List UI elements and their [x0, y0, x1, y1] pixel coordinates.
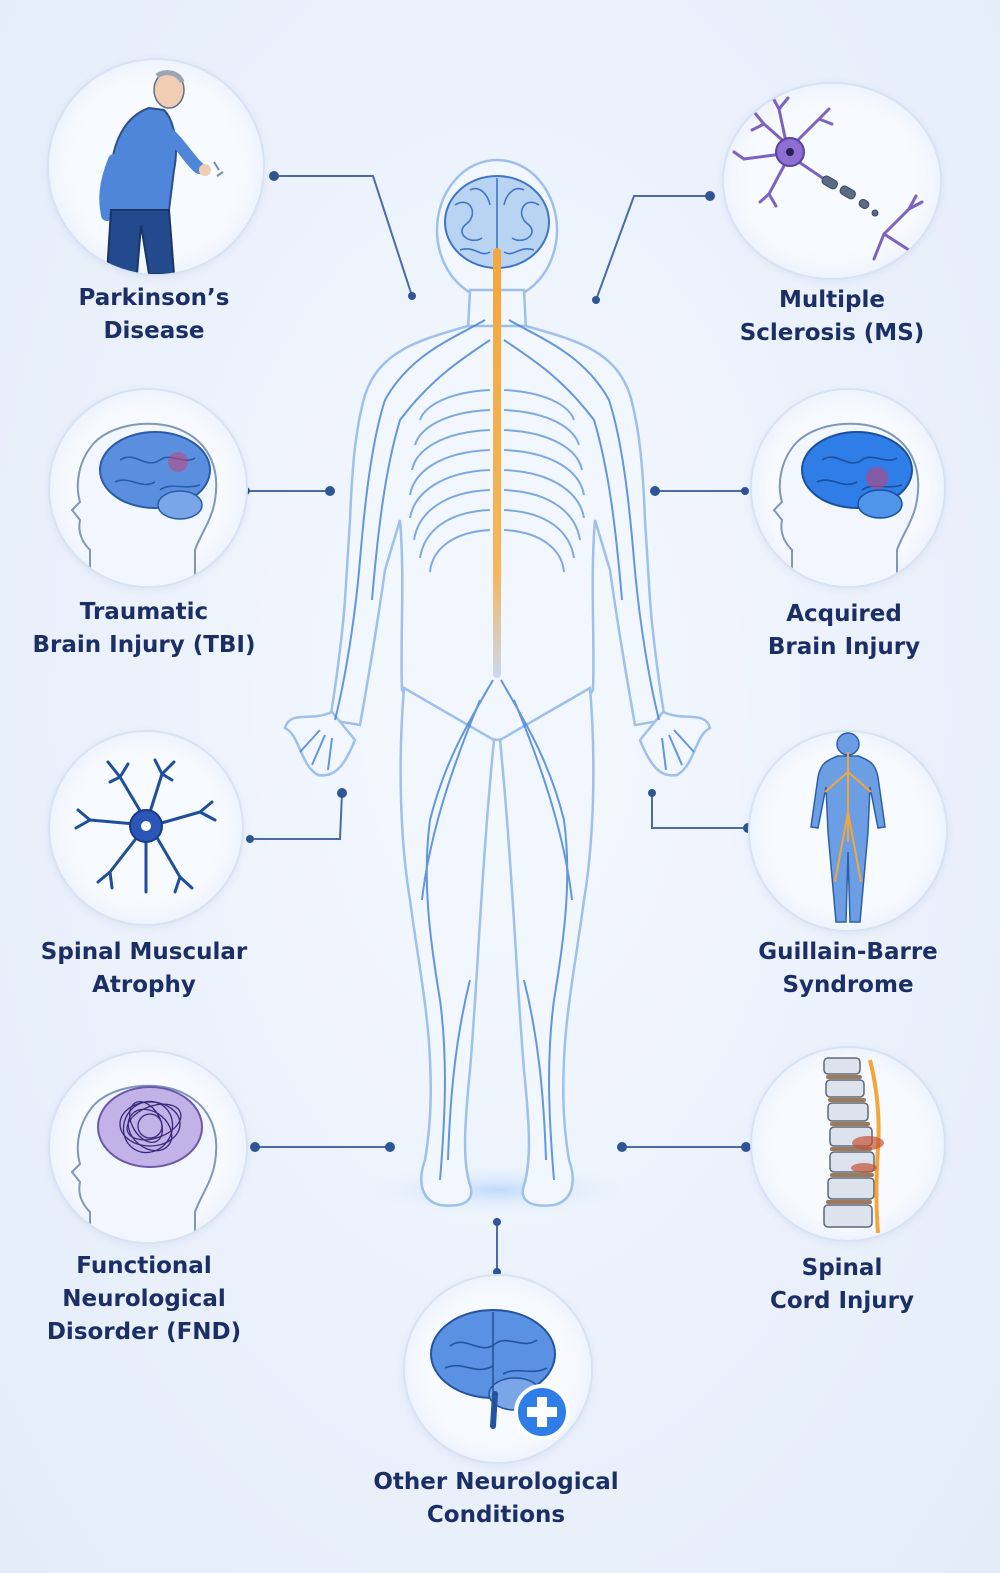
parkinsons-person-icon [99, 70, 224, 274]
abi-label: Acquired Brain Injury [767, 601, 921, 660]
injured-brain-head-icon [70, 422, 218, 586]
tbi-circle [48, 388, 248, 588]
parkinsons-label: Parkinson’s Disease [78, 285, 230, 344]
other-label: Other Neurological Conditions [373, 1469, 619, 1528]
fnd-label: Functional Neurological Disorder (FND) [46, 1253, 242, 1345]
gbs-circle [748, 730, 948, 932]
abi-circle [750, 388, 946, 588]
parkinsons-circle [47, 58, 265, 276]
spine-icon [823, 1057, 884, 1234]
injured-brain-head-icon [772, 422, 920, 586]
other-circle [403, 1274, 593, 1464]
nervous-body-icon [810, 732, 886, 923]
sma-circle [48, 730, 244, 926]
ms-label: Multiple Sclerosis (MS) [739, 287, 925, 346]
fnd-circle [48, 1050, 248, 1244]
motor-neuron-icon [74, 758, 217, 894]
gbs-label: Guillain-Barre Syndrome [758, 939, 938, 998]
sci-circle [750, 1046, 946, 1242]
ms-circle [722, 82, 942, 280]
sma-label: Spinal Muscular Atrophy [40, 939, 248, 998]
brain-plus-icon [430, 1309, 570, 1440]
neuron-icon [732, 94, 924, 261]
sci-label: Spinal Cord Injury [769, 1255, 915, 1314]
tangled-brain-head-icon [70, 1084, 218, 1242]
tbi-label: Traumatic Brain Injury (TBI) [32, 599, 256, 658]
